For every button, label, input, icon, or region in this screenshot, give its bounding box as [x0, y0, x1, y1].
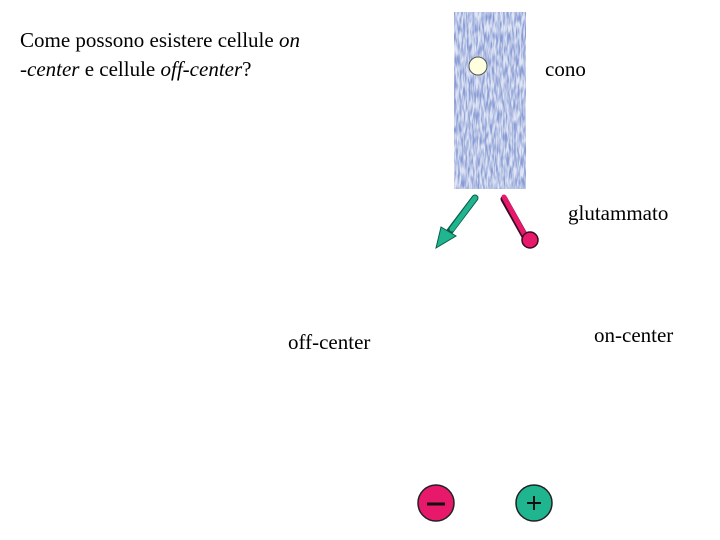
- off-arrow-shaft: [452, 198, 475, 229]
- cone-cell-texture: [454, 12, 526, 189]
- cone-cell-body: [469, 57, 487, 75]
- minus-sign: [418, 485, 454, 521]
- off-arrow: [436, 198, 475, 248]
- plus-sign: [516, 485, 552, 521]
- label-cone: cono: [545, 57, 586, 81]
- on-connector-ball: [522, 232, 538, 248]
- label-glutamate: glutammato: [568, 201, 668, 225]
- on-connector-stem: [504, 197, 526, 237]
- label-on-center: on-center: [594, 323, 673, 347]
- cone-cell: [454, 12, 526, 189]
- label-off-center: off-center: [288, 330, 370, 354]
- on-connector: [504, 197, 538, 248]
